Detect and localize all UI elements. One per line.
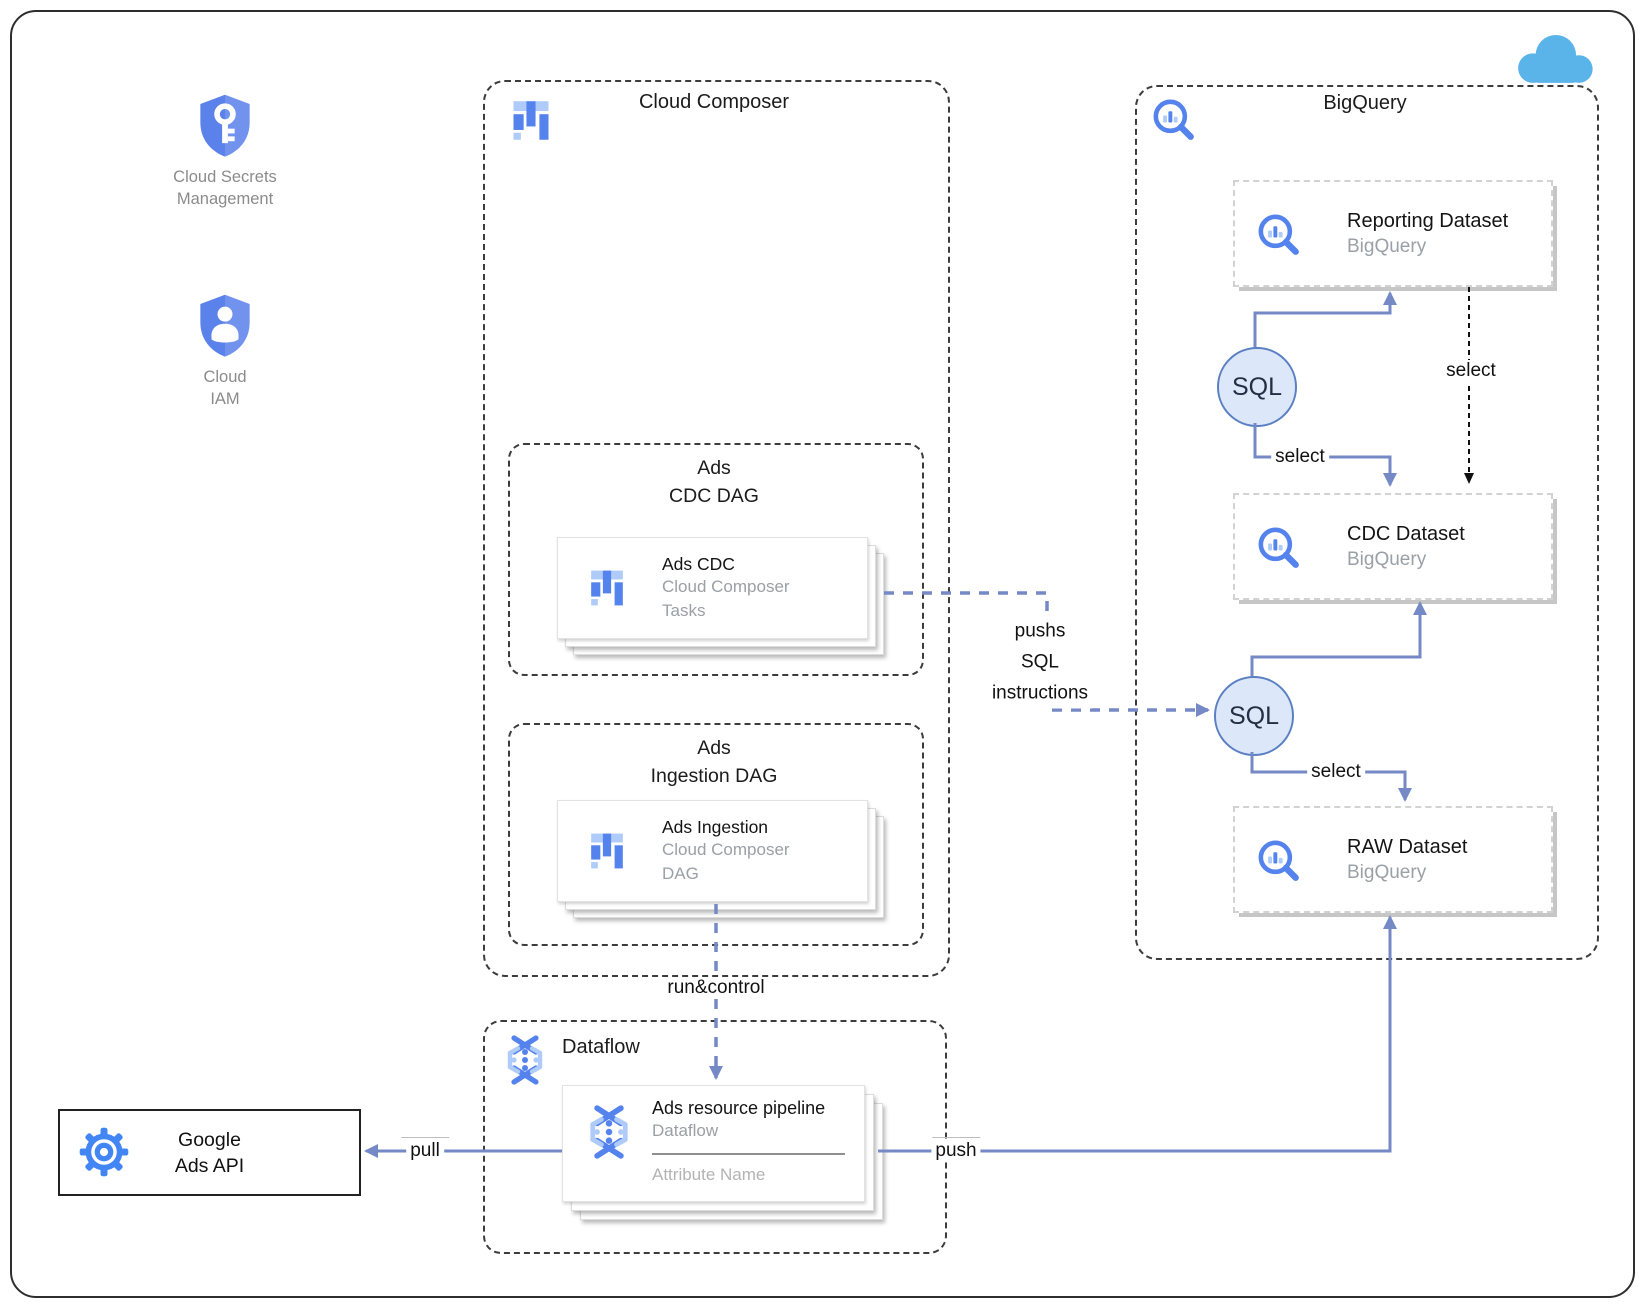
google-ads-api-box: Google Ads API	[58, 1109, 361, 1196]
cloud-composer-icon	[588, 564, 626, 612]
edge-label-pushs-line3: instructions	[991, 682, 1089, 704]
edge-label-pushs-sql-instructions: pushs SQL instructions	[987, 615, 1093, 709]
bigquery-title: BigQuery	[1323, 92, 1407, 114]
cloud-composer-icon	[510, 96, 552, 145]
dataflow-icon	[501, 1031, 549, 1089]
sql-node-top: SQL	[1217, 347, 1297, 427]
edge-label-pull: pull	[406, 1140, 444, 1162]
reporting-dataset-sub: BigQuery	[1347, 235, 1427, 257]
bigquery-icon	[1255, 211, 1301, 257]
outer-frame	[10, 10, 1635, 1298]
cloud-iam-label: Cloud IAM	[105, 366, 345, 410]
cloud-composer-icon	[588, 827, 626, 875]
ads-ingestion-card-sub1: Cloud Composer	[662, 840, 790, 859]
ads-cdc-dag-title-line1: Ads	[697, 457, 731, 479]
ads-ingestion-dag-title-line1: Ads	[697, 737, 731, 759]
ads-cdc-card: Ads CDC Cloud Composer Tasks	[557, 537, 868, 639]
ads-resource-pipeline-card: Ads resource pipeline Dataflow Attribute…	[562, 1085, 865, 1202]
edge-label-pushs-line2: SQL	[1020, 651, 1060, 673]
bigquery-icon	[1255, 837, 1301, 883]
google-ads-api-label: Google Ads API	[60, 1111, 359, 1194]
cloud-iam-shield-icon	[196, 292, 254, 359]
cloud-secrets-label: Cloud Secrets Management	[105, 166, 345, 210]
google-ads-api-line2: Ads API	[174, 1154, 245, 1177]
bigquery-icon	[1255, 524, 1301, 570]
cloud-iam-label-line1: Cloud	[203, 368, 247, 386]
ads-ingestion-dag-title-line2: Ingestion DAG	[650, 765, 778, 787]
reporting-dataset-box: Reporting Dataset BigQuery	[1233, 180, 1553, 287]
dataflow-icon	[583, 1101, 635, 1163]
cloud-composer-title: Cloud Composer	[638, 91, 790, 113]
edge-label-run-control: run&control	[663, 977, 769, 999]
cdc-dataset-title: CDC Dataset	[1347, 522, 1465, 545]
ads-cdc-card-title: Ads CDC	[662, 554, 735, 574]
dataflow-title: Dataflow	[562, 1036, 640, 1058]
cdc-dataset-sub: BigQuery	[1347, 548, 1427, 570]
google-ads-api-line1: Google	[178, 1128, 241, 1151]
bigquery-icon	[1150, 96, 1196, 142]
edge-label-pushs-line1: pushs	[1014, 620, 1066, 642]
cloud-iam-label-line2: IAM	[210, 390, 240, 408]
ads-cdc-card-sub2: Tasks	[662, 601, 706, 620]
ads-ingestion-card-sub2: DAG	[662, 864, 699, 883]
pipeline-card-title: Ads resource pipeline	[652, 1098, 826, 1118]
cloud-secrets-shield-icon	[196, 92, 254, 159]
edge-label-select-bottom: select	[1307, 761, 1365, 783]
raw-dataset-title: RAW Dataset	[1347, 835, 1468, 858]
pipeline-card-divider	[652, 1153, 845, 1155]
pipeline-card-attribute: Attribute Name	[652, 1165, 766, 1184]
cloud-icon	[1508, 28, 1600, 88]
ads-ingestion-card: Ads Ingestion Cloud Composer DAG	[557, 800, 868, 902]
ads-cdc-card-sub1: Cloud Composer	[662, 577, 790, 596]
edge-label-select-direct: select	[1442, 360, 1500, 382]
cloud-secrets-label-line2: Management	[176, 190, 274, 208]
ads-ingestion-dag-title: Ads Ingestion DAG	[508, 734, 920, 790]
raw-dataset-sub: BigQuery	[1347, 861, 1427, 883]
raw-dataset-box: RAW Dataset BigQuery	[1233, 806, 1553, 913]
edge-label-push: push	[931, 1140, 981, 1162]
pipeline-card-sub: Dataflow	[652, 1121, 719, 1140]
edge-label-select-top: select	[1271, 446, 1329, 468]
ads-cdc-dag-title-line2: CDC DAG	[669, 485, 759, 507]
reporting-dataset-title: Reporting Dataset	[1347, 209, 1509, 232]
cdc-dataset-box: CDC Dataset BigQuery	[1233, 493, 1553, 600]
ads-cdc-dag-title: Ads CDC DAG	[508, 454, 920, 510]
ads-cdc-dag-group	[508, 443, 924, 676]
cloud-secrets-label-line1: Cloud Secrets	[173, 168, 277, 186]
sql-node-bottom: SQL	[1214, 676, 1294, 756]
ads-ingestion-card-title: Ads Ingestion	[662, 817, 769, 837]
